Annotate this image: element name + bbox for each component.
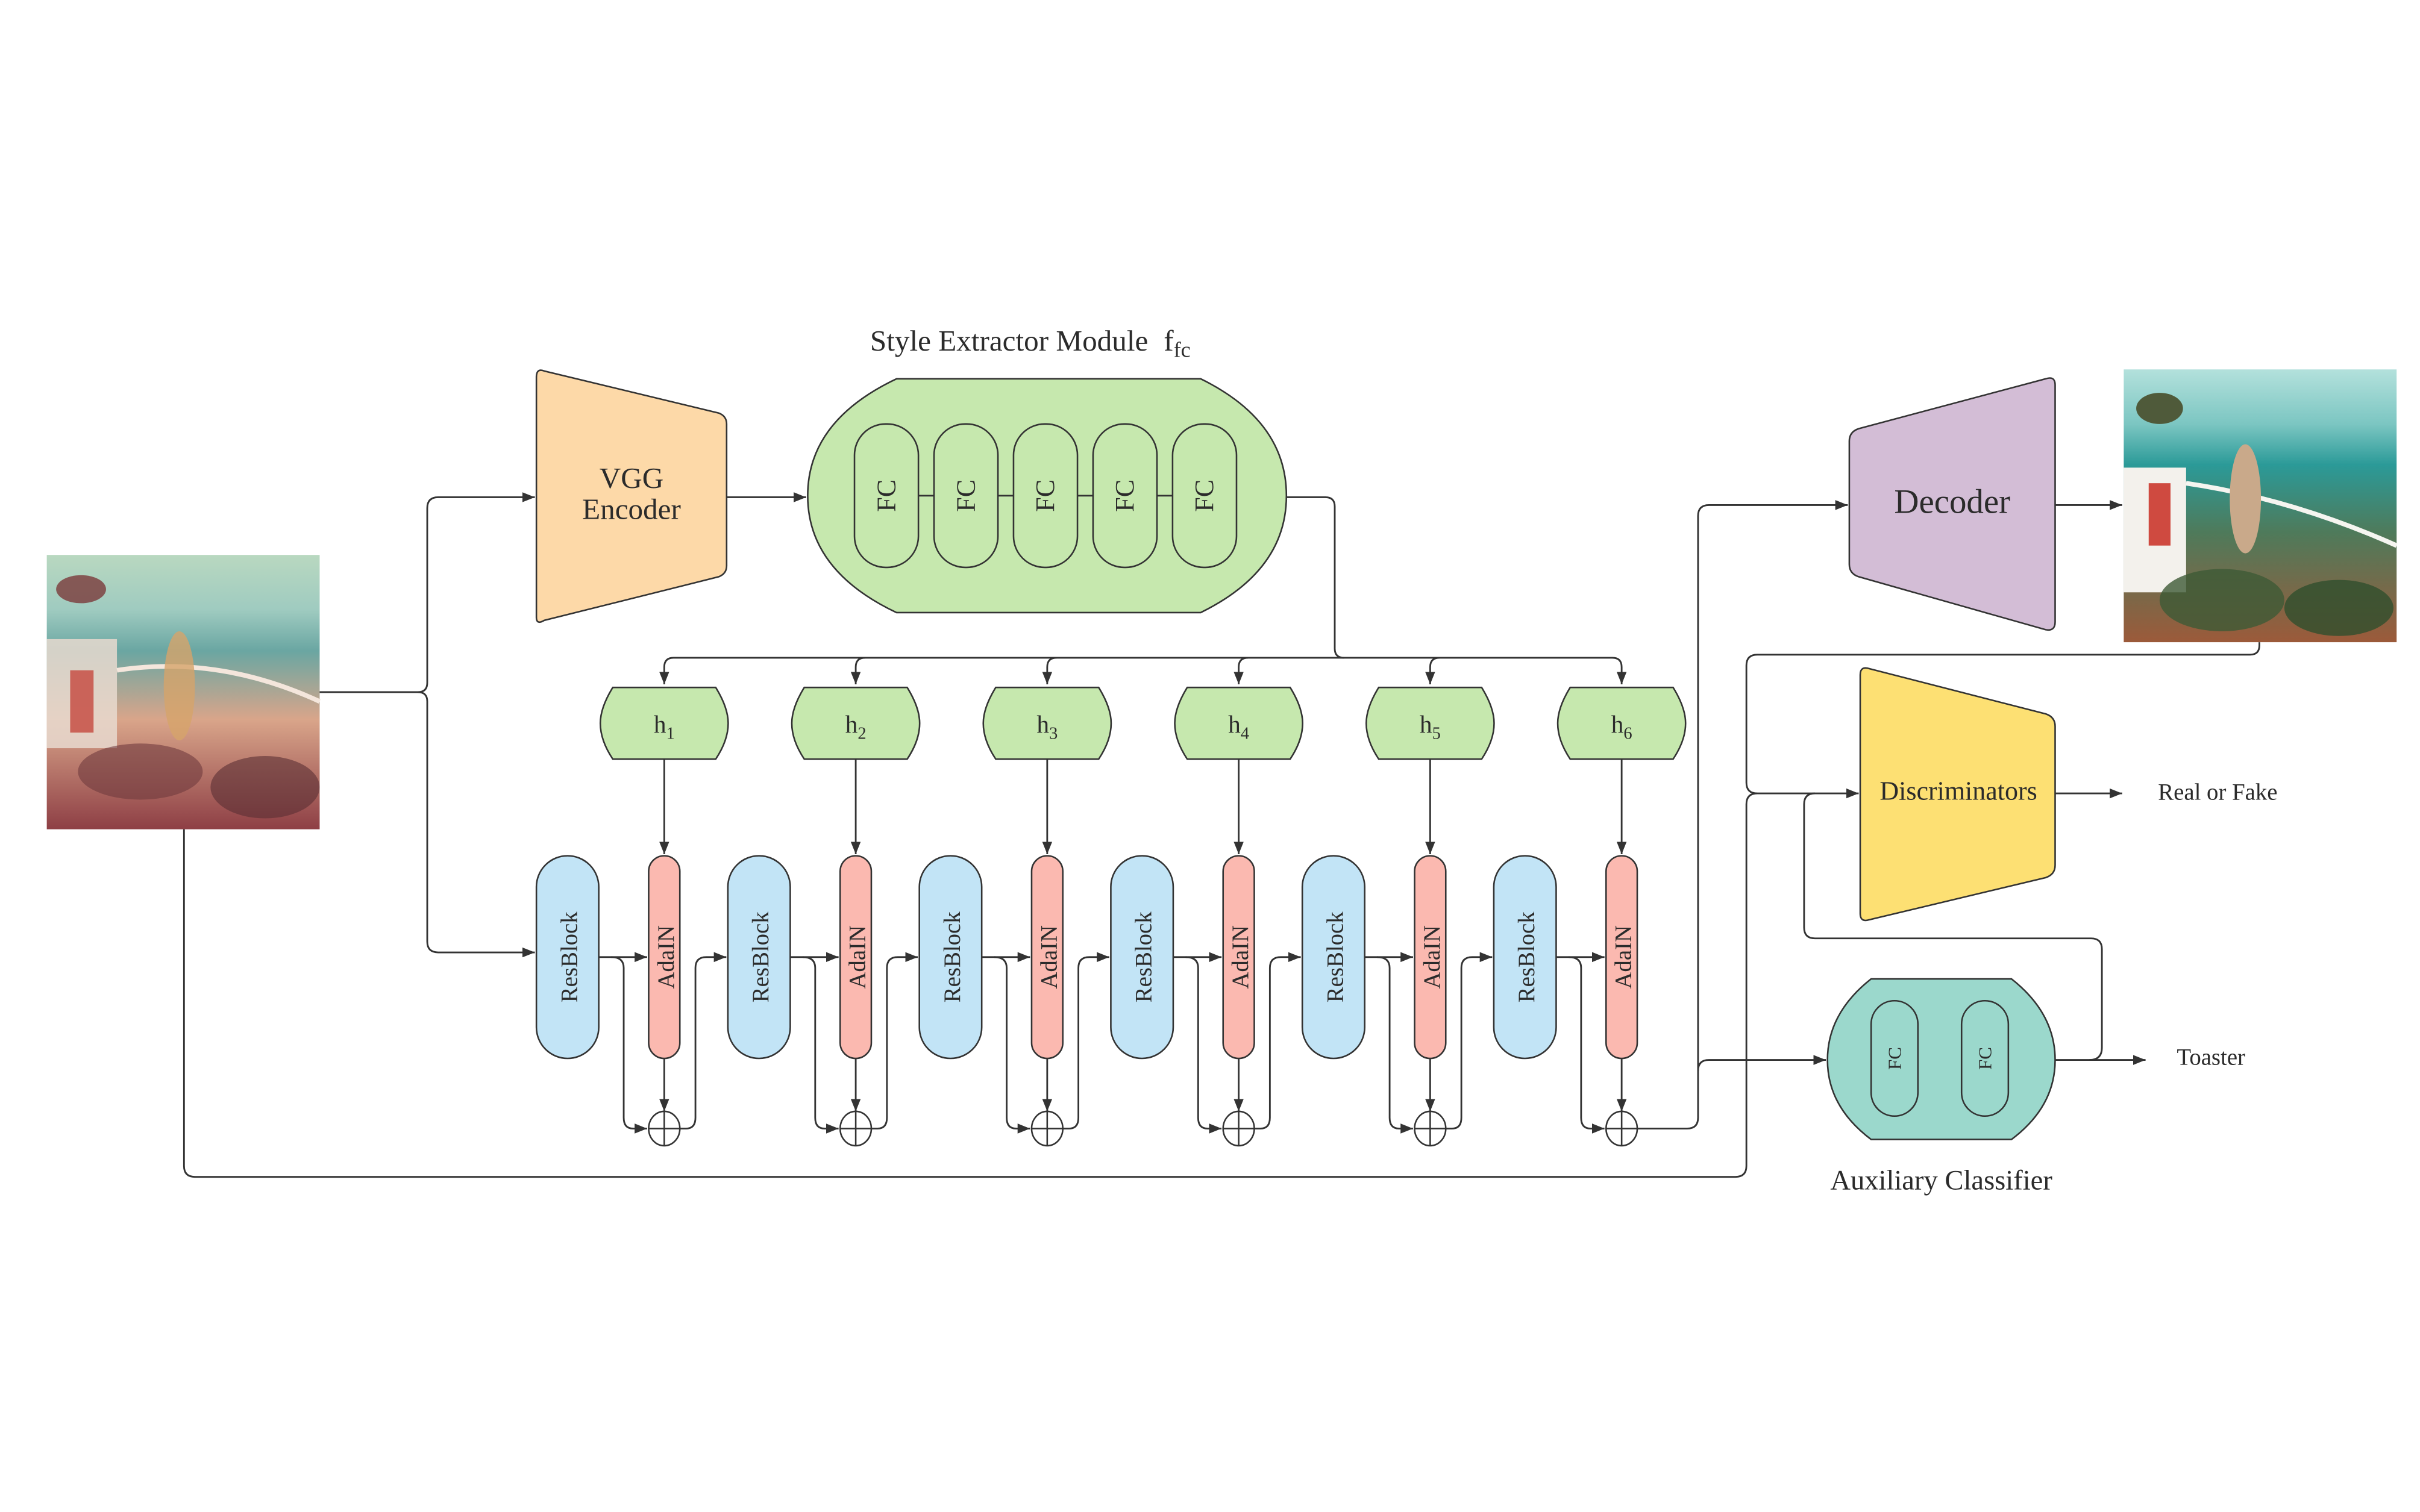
svg-text:h5: h5 <box>1420 710 1441 743</box>
discriminator: Discriminators <box>1859 667 2056 922</box>
residual-sum-icon <box>839 1110 873 1147</box>
style-fc-layer: FC <box>1012 423 1079 569</box>
svg-text:FC: FC <box>1974 1047 1995 1070</box>
style-fc-layer: FC <box>853 423 920 569</box>
svg-text:AdaIN: AdaIN <box>1611 925 1637 989</box>
input-image <box>46 555 321 829</box>
svg-text:h1: h1 <box>654 710 675 743</box>
svg-text:FC: FC <box>951 480 980 512</box>
svg-text:AdaIN: AdaIN <box>1036 925 1062 989</box>
svg-text:ResBlock: ResBlock <box>748 911 774 1002</box>
adain: AdaIN <box>1030 855 1064 1060</box>
residual-sum-icon <box>1414 1110 1447 1147</box>
encoder-label-line1: VGG <box>600 461 664 495</box>
resblock: ResBlock <box>1493 855 1557 1060</box>
aux-classifier-label: Auxiliary Classifier <box>1830 1165 2052 1196</box>
svg-text:ResBlock: ResBlock <box>556 911 582 1002</box>
real-or-fake-output: Real or Fake <box>2158 779 2277 805</box>
toaster-output: Toaster <box>2177 1044 2245 1070</box>
svg-text:h4: h4 <box>1228 710 1249 743</box>
svg-text:FC: FC <box>1110 480 1139 512</box>
adain: AdaIN <box>839 855 873 1060</box>
svg-text:AdaIN: AdaIN <box>653 925 679 989</box>
output-image <box>2124 369 2398 643</box>
adain: AdaIN <box>1605 855 1638 1060</box>
decoder-label: Decoder <box>1894 483 2010 520</box>
style-fc-layer: FC <box>933 423 999 569</box>
svg-text:h6: h6 <box>1611 710 1632 743</box>
style-code-h6: h6 <box>1556 686 1687 760</box>
resblock: ResBlock <box>1301 855 1365 1060</box>
aux-fc-2: FC <box>1960 999 2010 1117</box>
svg-text:AdaIN: AdaIN <box>1419 925 1445 989</box>
style-extractor-module: FC FC FC FC FC <box>807 378 1288 614</box>
svg-text:h3: h3 <box>1036 710 1058 743</box>
svg-text:h2: h2 <box>845 710 867 743</box>
style-fc-layer: FC <box>1171 423 1238 569</box>
aux-fc-1: FC <box>1870 999 1919 1117</box>
adain: AdaIN <box>1414 855 1447 1060</box>
adain: AdaIN <box>1222 855 1255 1060</box>
encoder-label-line2: Encoder <box>582 493 681 526</box>
svg-text:AdaIN: AdaIN <box>845 925 871 989</box>
vgg-encoder: VGG Encoder <box>535 369 728 623</box>
residual-sum-icon <box>1030 1110 1064 1147</box>
svg-text:ResBlock: ResBlock <box>939 911 965 1002</box>
style-code-h1: h1 <box>599 686 729 760</box>
svg-text:AdaIN: AdaIN <box>1227 925 1253 989</box>
style-code-h3: h3 <box>982 686 1112 760</box>
svg-text:FC: FC <box>871 480 901 512</box>
discriminator-label: Discriminators <box>1879 776 2037 805</box>
svg-text:ResBlock: ResBlock <box>1322 911 1348 1002</box>
svg-text:FC: FC <box>1190 480 1219 512</box>
svg-text:ResBlock: ResBlock <box>1514 911 1540 1002</box>
svg-text:FC: FC <box>1030 480 1060 512</box>
style-code-h2: h2 <box>791 686 921 760</box>
resblock: ResBlock <box>918 855 983 1060</box>
auxiliary-classifier: FC FC <box>1826 978 2056 1140</box>
residual-sum-icon <box>1222 1110 1255 1147</box>
residual-sum-icon <box>648 1110 681 1147</box>
svg-text:FC: FC <box>1884 1047 1905 1070</box>
svg-text:ResBlock: ResBlock <box>1131 911 1157 1002</box>
decoder: Decoder <box>1848 377 2056 631</box>
style-fc-layer: FC <box>1092 423 1158 569</box>
style-code-h5: h5 <box>1365 686 1495 760</box>
resblock: ResBlock <box>727 855 791 1060</box>
edges <box>183 492 2260 1178</box>
adain: AdaIN <box>648 855 681 1060</box>
resblock: ResBlock <box>1110 855 1174 1060</box>
resblock: ResBlock <box>535 855 600 1060</box>
style-code-h4: h4 <box>1174 686 1303 760</box>
residual-sum-icon <box>1605 1110 1638 1147</box>
